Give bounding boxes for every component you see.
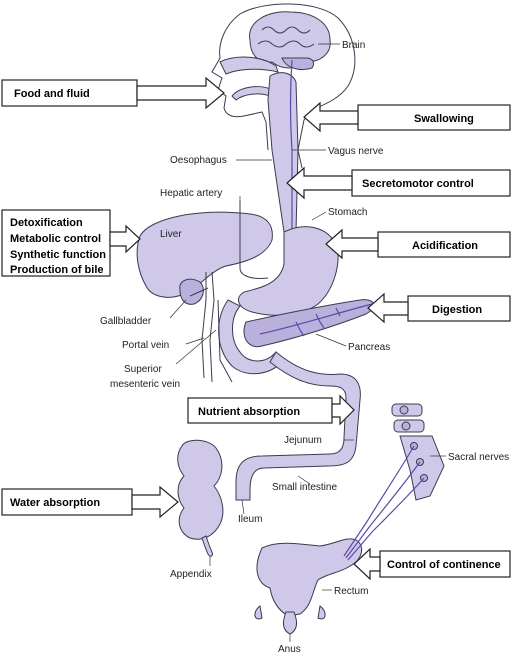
label-brain: Brain: [342, 40, 365, 51]
portal-vein-vessel: [189, 271, 215, 383]
oesophagus-organ: [267, 72, 299, 233]
label-superior: Superior: [124, 364, 162, 375]
water-absorption-callout: Water absorption: [1, 485, 179, 519]
label-vagus-nerve: Vagus nerve: [328, 146, 384, 157]
hepatic-artery-vessel: [239, 200, 269, 279]
label-sacral-nerves: Sacral nerves: [448, 452, 509, 463]
swallowing-callout: Swallowing: [303, 101, 511, 133]
secretomotor-callout: Secretomotor control: [286, 166, 511, 200]
superior-mesenteric-vein-vessel: [217, 299, 233, 383]
acidification-callout: Acidification: [325, 228, 511, 260]
label-gallbladder: Gallbladder: [100, 316, 152, 327]
label-mesenteric-vein: mesenteric vein: [110, 379, 180, 390]
gallbladder-organ: [179, 278, 204, 305]
continence-callout: Control of continence: [353, 547, 511, 581]
liver-organ: [136, 211, 273, 298]
label-liver: Liver: [160, 229, 182, 240]
digestion-callout: Digestion: [367, 292, 511, 324]
box-acidification: Acidification: [412, 240, 478, 252]
label-stomach: Stomach: [328, 207, 367, 218]
nutrient-absorption-callout: Nutrient absorption: [187, 394, 355, 426]
label-ileum: Ileum: [238, 514, 262, 525]
food-fluid-callout: Food and fluid: [1, 76, 225, 110]
box-secretomotor: Secretomotor control: [362, 178, 474, 190]
label-anus: Anus: [278, 644, 301, 652]
box-metabolic-control: Metabolic control: [10, 233, 101, 245]
label-appendix: Appendix: [170, 569, 212, 580]
box-water-absorption: Water absorption: [10, 497, 100, 509]
box-control-continence: Control of continence: [387, 559, 501, 571]
box-nutrient-absorption: Nutrient absorption: [198, 406, 300, 418]
box-detoxification: Detoxification: [10, 217, 83, 229]
sacrum-spine: [391, 403, 445, 501]
head-outline: [211, 3, 356, 169]
label-hepatic-artery: Hepatic artery: [160, 188, 222, 199]
label-pancreas: Pancreas: [348, 342, 390, 353]
appendix-organ: [201, 535, 213, 557]
rectum-organ: [256, 538, 363, 617]
label-oesophagus: Oesophagus: [170, 155, 227, 166]
label-jejunum: Jejunum: [284, 435, 322, 446]
pancreas-organ: [243, 299, 375, 348]
label-small-intestine: Small intestine: [272, 482, 337, 493]
liver-functions-callout: Detoxification Metabolic control Synthet…: [1, 209, 141, 277]
label-rectum: Rectum: [334, 586, 368, 597]
box-swallowing: Swallowing: [414, 113, 474, 125]
box-food-fluid: Food and fluid: [14, 88, 90, 100]
nasal-oral-cavity: [219, 56, 279, 101]
small-intestine-organ: [235, 351, 361, 501]
box-synthetic-function: Synthetic function: [10, 249, 106, 261]
anal-canal-organ: [282, 611, 298, 635]
sacral-nerves-path: [343, 445, 425, 561]
label-portal-vein: Portal vein: [122, 340, 169, 351]
leader-lines: [169, 43, 446, 642]
box-digestion: Digestion: [432, 304, 482, 316]
box-production-of-bile: Production of bile: [10, 264, 104, 276]
colon-organ: [177, 439, 224, 540]
